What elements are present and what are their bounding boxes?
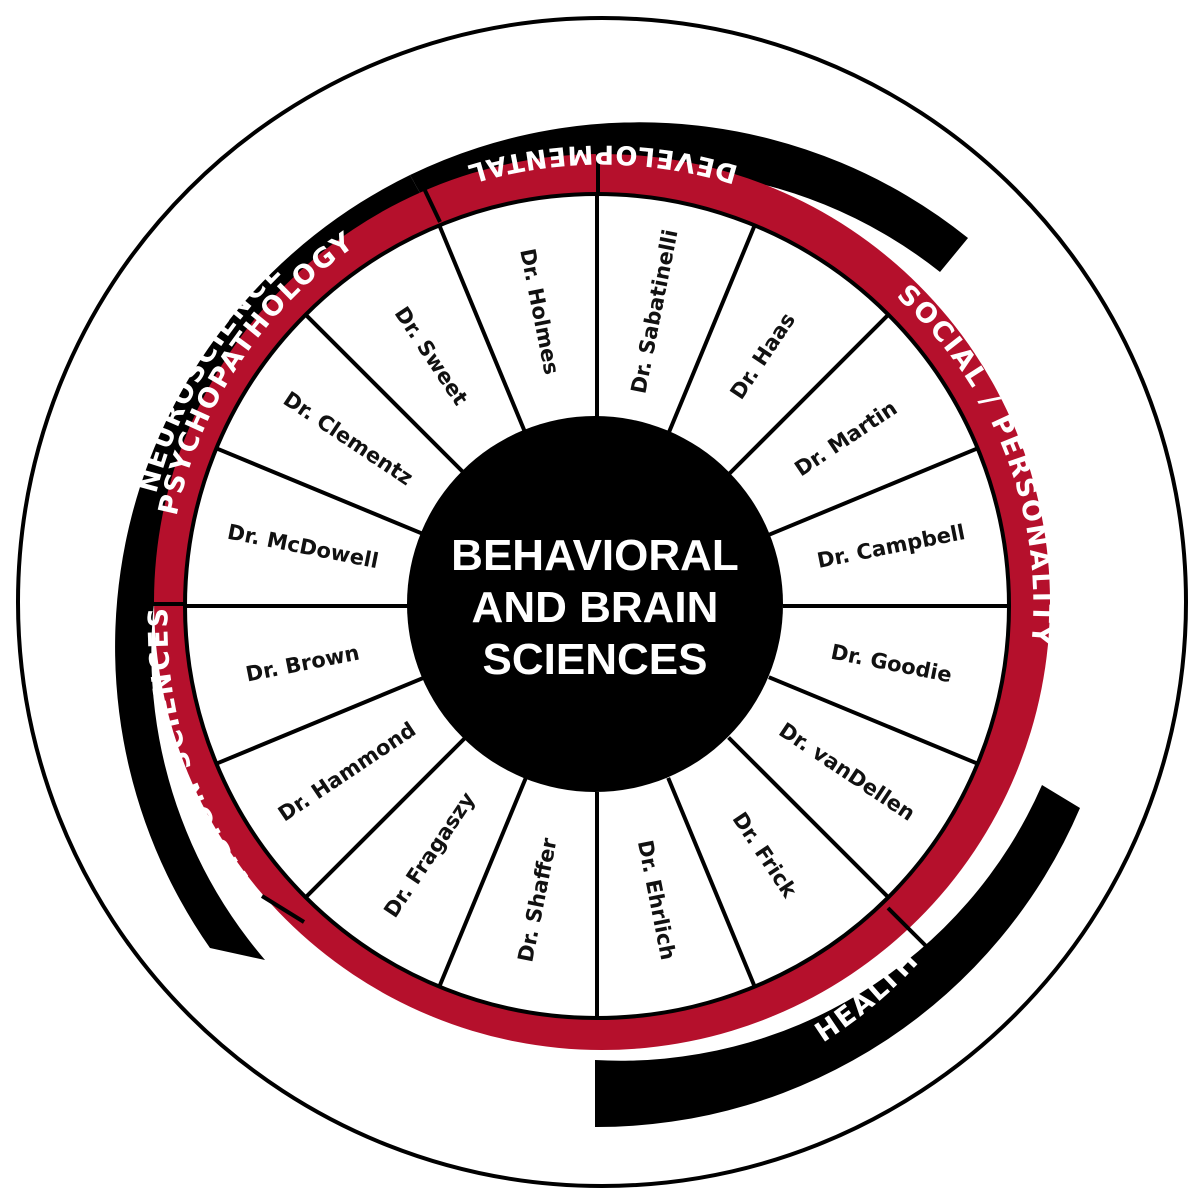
wedge-divider (727, 313, 890, 476)
wedge-divider (768, 675, 979, 766)
center-title-line-2: AND BRAIN (472, 583, 719, 632)
neuroscience-band (115, 175, 435, 960)
wedge-divider (215, 446, 426, 537)
area-divider (886, 906, 932, 952)
wedge-divider (727, 736, 890, 899)
center-hub (407, 416, 783, 792)
health-band (595, 785, 1080, 1128)
wedge-divider (215, 675, 426, 766)
wedge-divider (666, 777, 757, 988)
wedge-divider (768, 446, 979, 537)
wedge-divider (437, 777, 528, 988)
wedge-divider (304, 736, 467, 899)
center-title-line-3: SCIENCES (483, 635, 708, 684)
wedge-divider (304, 313, 467, 476)
wedge-divider (666, 224, 757, 435)
center-title-line-1: BEHAVIORAL (451, 531, 739, 580)
area-divider (260, 894, 306, 924)
wedge-divider (437, 224, 528, 435)
area-divider (418, 179, 442, 223)
